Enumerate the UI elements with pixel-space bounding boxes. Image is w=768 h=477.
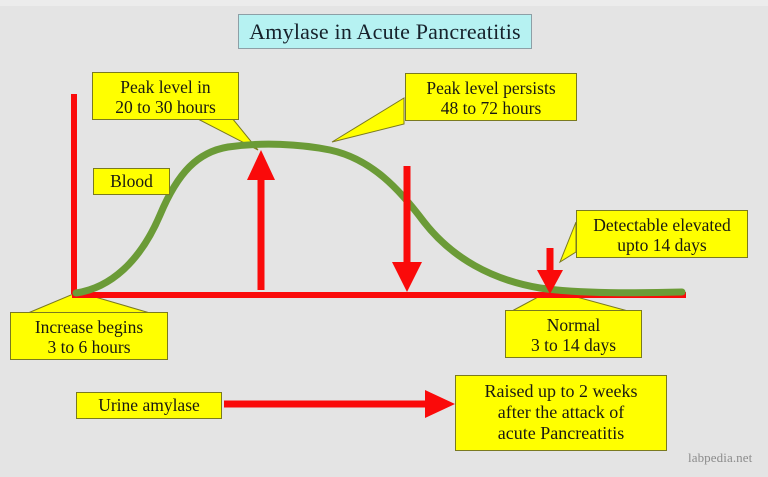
persist-down-arrow <box>392 166 422 292</box>
watermark: labpedia.net <box>688 450 753 465</box>
detectable-callout-tail <box>558 221 577 264</box>
callout-increase-begins: Increase begins 3 to 6 hours <box>10 312 168 360</box>
urine-amylase-arrow <box>224 390 455 418</box>
callout-raised-2-weeks: Raised up to 2 weeks after the attack of… <box>455 375 667 451</box>
callout-peak-level: Peak level in 20 to 30 hours <box>92 72 239 120</box>
callout-normal: Normal 3 to 14 days <box>505 310 642 358</box>
callout-blood: Blood <box>93 168 170 195</box>
peak-up-arrow <box>247 150 275 290</box>
chart-title: Amylase in Acute Pancreatitis <box>238 14 532 49</box>
callout-peak-persists: Peak level persists 48 to 72 hours <box>405 73 577 121</box>
blood-amylase-curve <box>72 140 686 297</box>
peak-persists-callout-tail <box>331 97 405 143</box>
callout-detectable-elevated: Detectable elevated upto 14 days <box>576 210 748 258</box>
normal-down-arrow <box>537 248 563 294</box>
top-edge-strip <box>0 0 768 6</box>
callout-urine-amylase: Urine amylase <box>76 392 222 419</box>
